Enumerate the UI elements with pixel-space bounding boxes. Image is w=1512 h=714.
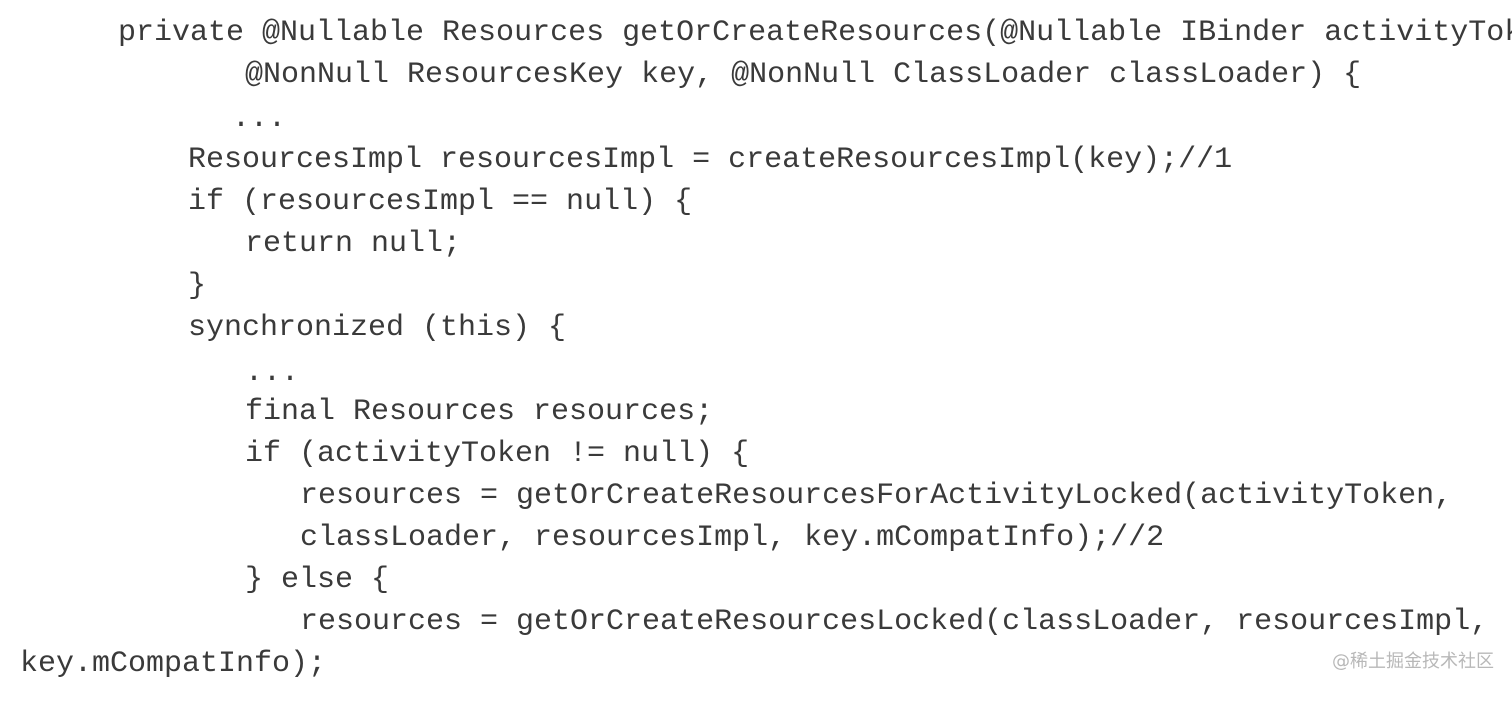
- code-line-11: if (activityToken != null) {: [245, 437, 750, 471]
- code-line-3: ...: [232, 102, 287, 136]
- code-line-13: classLoader, resourcesImpl, key.mCompatI…: [300, 521, 1165, 555]
- code-line-15: resources = getOrCreateResourcesLocked(c…: [300, 605, 1489, 639]
- code-line-6: return null;: [245, 227, 462, 261]
- code-line-14: } else {: [245, 563, 390, 597]
- code-line-10: final Resources resources;: [245, 395, 714, 429]
- code-block: private @Nullable Resources getOrCreateR…: [20, 16, 1512, 681]
- code-line-9: ...: [245, 356, 300, 390]
- code-line-7: }: [188, 269, 207, 303]
- code-line-8: synchronized (this) {: [188, 311, 567, 345]
- code-line-2: @NonNull ResourcesKey key, @NonNull Clas…: [245, 58, 1362, 92]
- code-line-5: if (resourcesImpl == null) {: [188, 185, 693, 219]
- watermark-text: @稀土掘金技术社区: [1332, 651, 1494, 672]
- code-line-4: ResourcesImpl resourcesImpl = createReso…: [188, 143, 1233, 177]
- code-line-1: private @Nullable Resources getOrCreateR…: [118, 16, 1512, 50]
- code-line-16: key.mCompatInfo);: [20, 647, 327, 681]
- code-line-12: resources = getOrCreateResourcesForActiv…: [300, 479, 1453, 513]
